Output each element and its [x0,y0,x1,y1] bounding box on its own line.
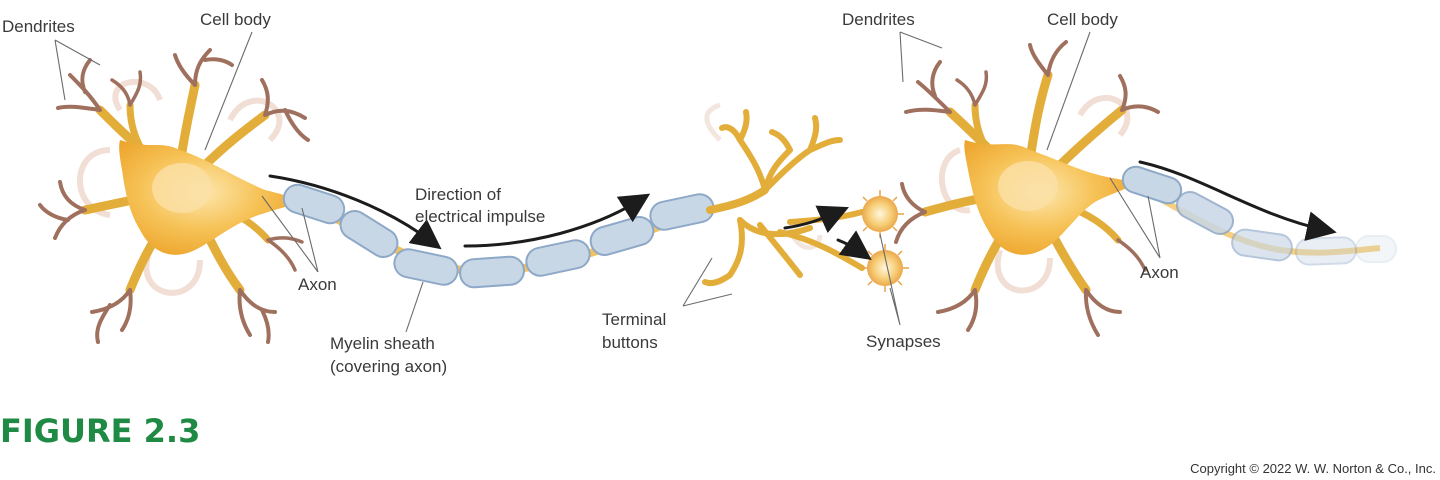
arrow-axon-middle [463,193,651,248]
right-neuron [894,40,1160,337]
arrow-terminal-upper [783,205,849,234]
label-axon-left: Axon [298,275,337,294]
arrow-axon-right [1138,160,1337,241]
figure-label: FIGURE 2.3 [0,412,200,450]
label-myelin-sheath: Myelin sheath [330,334,435,353]
arrow-axon-left [268,174,442,250]
label-synapses: Synapses [866,332,941,351]
label-dendrites-right: Dendrites [842,10,915,29]
synapse-upper [856,190,904,238]
label-terminal-sub: buttons [602,333,658,352]
diagram-labels: Dendrites Cell body Axon Myelin sheath (… [2,10,1179,376]
label-cell-body-right: Cell body [1047,10,1118,29]
label-terminal: Terminal [602,310,666,329]
left-dendrites [38,48,310,344]
label-cell-body-left: Cell body [200,10,271,29]
myelin-sheath [282,183,715,289]
arrow-terminal-lower [836,230,872,260]
right-dendrite-loops [939,94,1131,294]
synapse-lower [861,244,909,292]
leader-lines [54,31,1161,333]
label-axon-right: Axon [1140,263,1179,282]
copyright-notice: Copyright © 2022 W. W. Norton & Co., Inc… [1190,461,1436,476]
label-direction: Direction of [415,185,501,204]
left-neuron [38,48,310,344]
synapses [856,190,909,292]
label-myelin-sheath-sub: (covering axon) [330,357,447,376]
right-axon [1121,165,1397,266]
label-dendrites-left: Dendrites [2,17,75,36]
axon-terminal [702,102,865,287]
label-direction-sub: electrical impulse [415,207,545,226]
impulse-arrows [268,160,1337,260]
